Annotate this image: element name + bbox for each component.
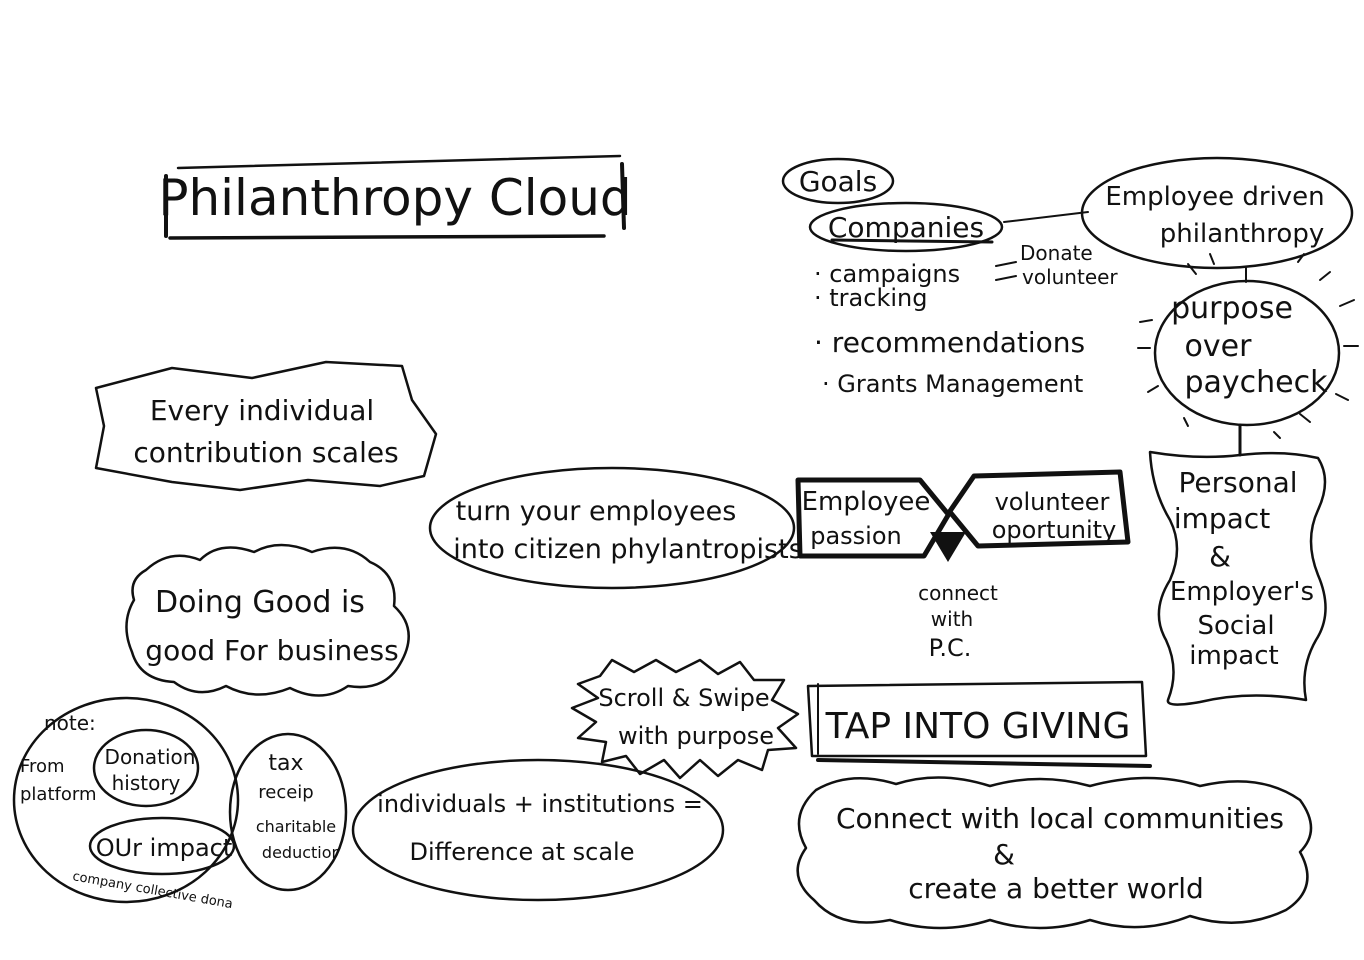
connection-caption-line1: connect	[918, 581, 998, 605]
purpose-line3: paycheck	[1184, 365, 1328, 400]
campaign-action-donate: Donate	[1020, 241, 1093, 265]
page-title: Philanthropy Cloud	[158, 169, 631, 227]
tax-line2: receip	[258, 782, 313, 803]
individuals-line2: Difference at scale	[410, 838, 635, 866]
purpose-line1: purpose	[1171, 291, 1293, 326]
tap-into-giving-box: TAP INTO GIVING	[806, 680, 1152, 768]
purpose-sun: purpose over paycheck	[1137, 253, 1359, 457]
personal-impact-line3: &	[1209, 540, 1231, 573]
goal-item-grants: · Grants Management	[822, 370, 1083, 398]
title-box: Philanthropy Cloud	[158, 154, 632, 240]
doing-good-line2: good For business	[145, 634, 398, 667]
personal-impact-line2: impact	[1174, 502, 1270, 535]
goal-item-recommendations: · recommendations	[814, 326, 1085, 359]
connection-left-line2: passion	[810, 522, 902, 550]
connection-caption-line3: P.C.	[929, 634, 972, 662]
tax-line4: deductior	[262, 843, 339, 862]
personal-impact-line4: Employer's	[1170, 577, 1314, 607]
note-side-line2: platform	[20, 784, 96, 805]
note-side-line1: From	[20, 756, 65, 777]
turn-employees-bubble: turn your employees into citizen phylant…	[428, 466, 803, 590]
goal-item-campaigns: · campaigns	[814, 260, 960, 288]
personal-impact-line6: impact	[1189, 641, 1278, 671]
connection-caption-line2: with	[931, 607, 973, 631]
goals-heading: Goals	[799, 165, 877, 198]
donation-history-line1: Donation	[105, 745, 196, 769]
note-group: note: From platform Donation history OUr…	[12, 696, 348, 912]
campaign-action-volunteer: volunteer	[1022, 265, 1118, 289]
employee-driven-line1: Employee driven	[1105, 182, 1324, 212]
company-collective-label: company collective dona	[71, 869, 234, 912]
connection-diagram: Employee passion volunteer oportunity co…	[795, 469, 1131, 662]
every-individual-line2: contribution scales	[133, 436, 398, 469]
turn-employees-line1: turn your employees	[456, 496, 737, 527]
turn-employees-line2: into citizen phylantropists	[453, 534, 803, 565]
personal-impact-line1: Personal	[1178, 466, 1297, 499]
tax-line1: tax	[268, 751, 303, 776]
connection-right-line2: oportunity	[992, 516, 1117, 544]
scroll-swipe-line1: Scroll & Swipe	[598, 684, 769, 712]
connect-local-line3: create a better world	[908, 872, 1204, 905]
every-individual-shape: Every individual contribution scales	[94, 360, 438, 492]
goal-item-tracking: · tracking	[814, 284, 927, 312]
donation-history-line2: history	[112, 771, 181, 795]
individuals-bubble: individuals + institutions = Difference …	[351, 758, 725, 902]
connect-local-line2: &	[993, 838, 1015, 871]
employee-driven-line2: philanthropy	[1160, 219, 1324, 249]
personal-impact-line5: Social	[1197, 611, 1274, 641]
individuals-line1: individuals + institutions =	[377, 790, 703, 818]
scroll-swipe-line2: with purpose	[618, 722, 774, 750]
connect-local-line1: Connect with local communities	[836, 802, 1284, 835]
personal-impact-box: Personal impact & Employer's Social impa…	[1148, 450, 1327, 706]
tax-line3: charitable	[256, 817, 336, 836]
connection-left-line1: Employee	[802, 487, 931, 517]
companies-label: Companies	[828, 211, 984, 244]
purpose-line2: over	[1185, 329, 1253, 364]
scroll-swipe-burst: Scroll & Swipe with purpose	[570, 658, 800, 780]
doing-good-cloud: Doing Good is good For business	[125, 543, 410, 697]
every-individual-line1: Every individual	[150, 394, 374, 427]
doing-good-line1: Doing Good is	[155, 585, 365, 620]
our-impact-label: OUr impact	[96, 834, 233, 862]
employee-driven-bubble: Employee driven philanthropy	[1080, 156, 1354, 283]
goals-group: Goals Companies · campaigns · tracking ·…	[781, 157, 1118, 398]
note-label: note:	[44, 711, 96, 735]
connect-local-cloud: Connect with local communities & create …	[796, 776, 1313, 930]
sun-rays	[1137, 253, 1359, 439]
connection-right-line1: volunteer	[995, 488, 1110, 516]
tap-into-giving-label: TAP INTO GIVING	[825, 706, 1131, 747]
